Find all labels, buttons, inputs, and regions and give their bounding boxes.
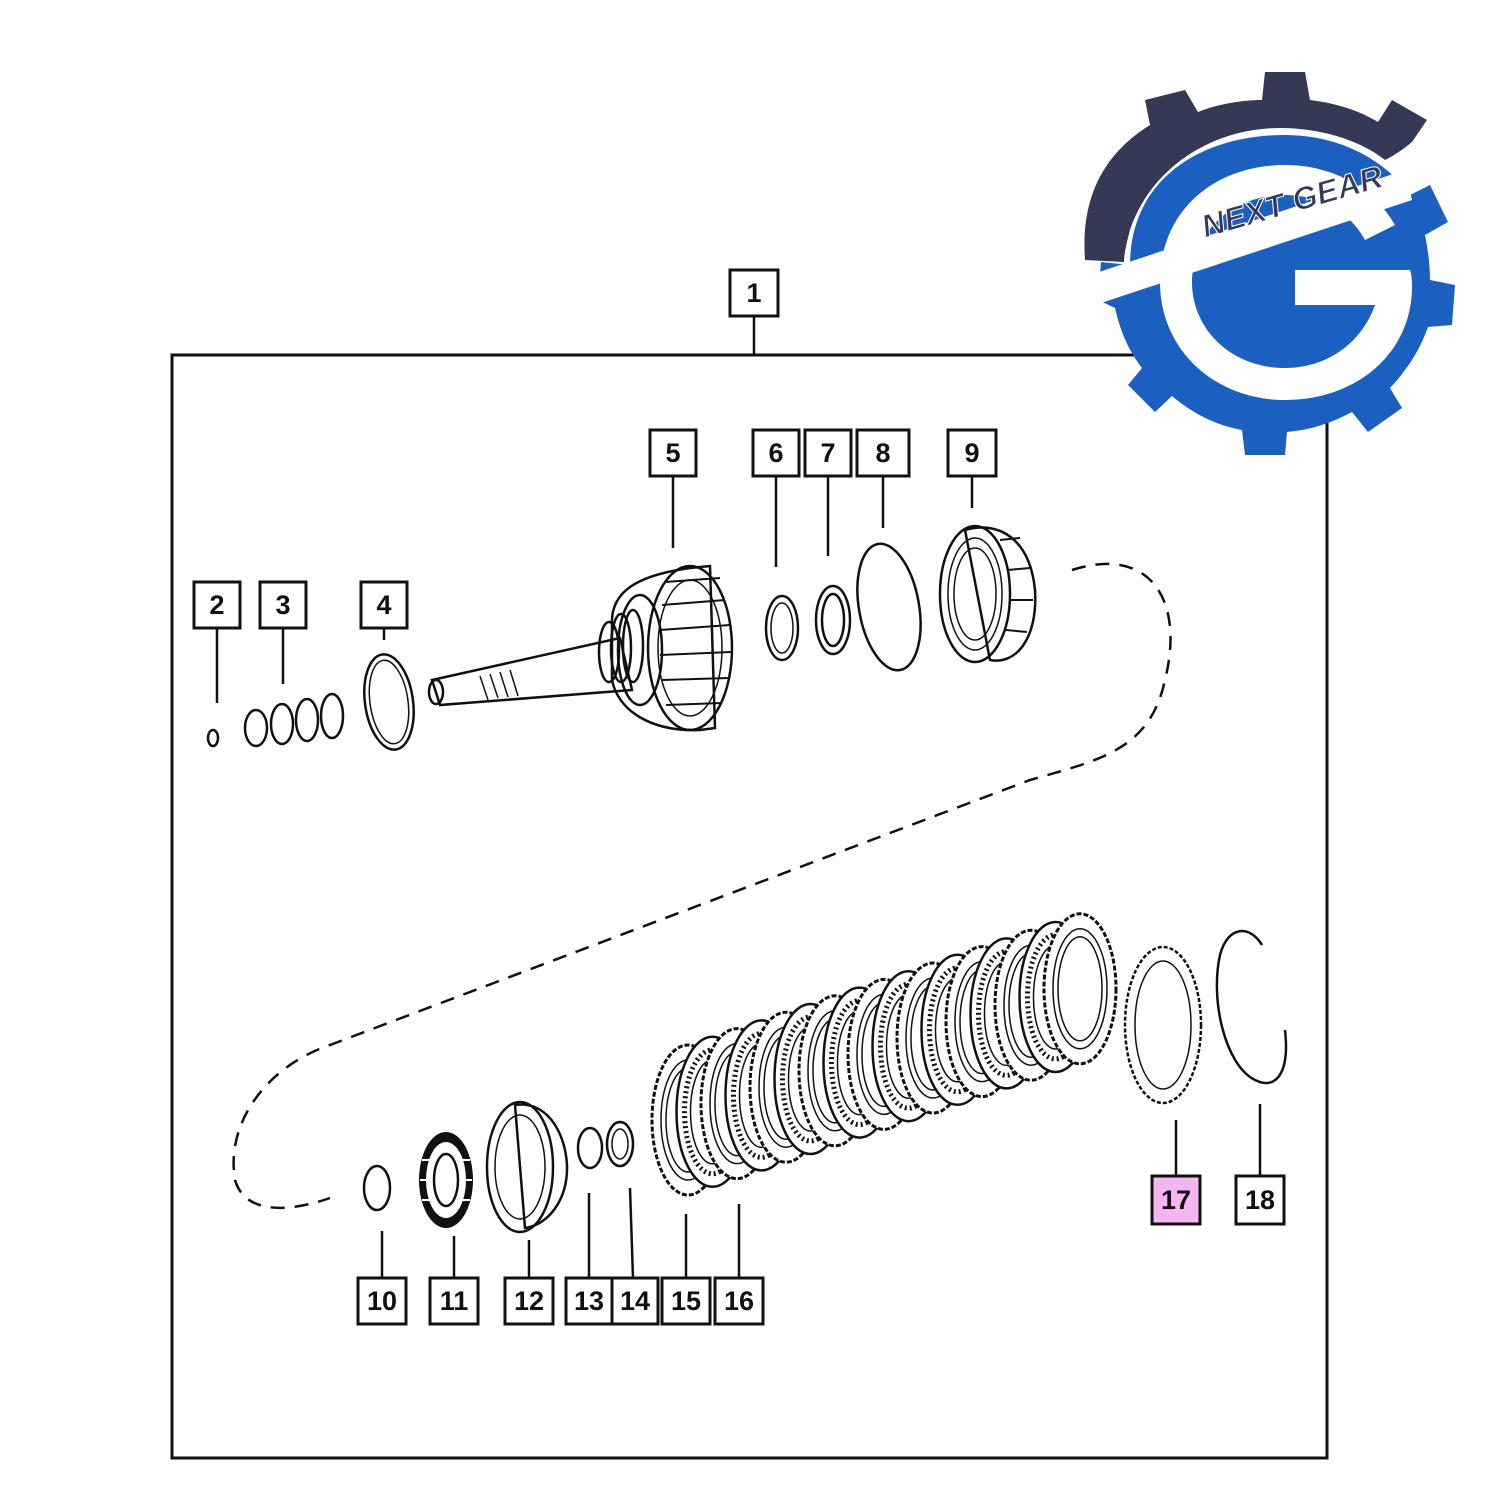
assembly-frame [170,353,1329,1460]
next-gear-logo: NEXT GEAR [1084,72,1455,455]
part-4-snap-ring [363,653,415,751]
part-3-seal-rings [243,692,345,748]
callout-label-18: 18 [1245,1185,1275,1215]
callout-8[interactable]: 8 [855,428,911,478]
callout-label-10: 10 [367,1286,397,1316]
callout-2[interactable]: 2 [192,580,242,630]
callout-label-5: 5 [665,438,680,468]
callout-1[interactable]: 1 [728,268,780,318]
callout-label-11: 11 [440,1286,469,1316]
part-7-bearing [814,584,852,656]
part-12-retainer [485,1100,569,1234]
part-11-gear-hub [419,1132,473,1228]
callout-3[interactable]: 3 [258,580,308,630]
callout-label-3: 3 [275,590,290,620]
callout-label-6: 6 [768,438,783,468]
callout-7[interactable]: 7 [803,428,853,478]
callout-18[interactable]: 18 [1234,1174,1286,1226]
callout-label-15: 15 [671,1286,701,1316]
callout-16[interactable]: 16 [713,1276,765,1326]
callout-5[interactable]: 5 [648,428,698,478]
callout-6[interactable]: 6 [751,428,801,478]
callout-label-14: 14 [620,1286,650,1316]
callout-label-9: 9 [964,438,979,468]
callout-14[interactable]: 14 [610,1276,660,1326]
callout-label-1: 1 [746,278,761,308]
callout-13[interactable]: 13 [564,1276,614,1326]
callout-label-13: 13 [574,1286,604,1316]
part-9-piston [938,524,1037,664]
callout-label-7: 7 [820,438,835,468]
callout-label-4: 4 [376,590,391,620]
leader-line-14 [628,1187,635,1279]
part-18-snap-ring [1215,929,1288,1085]
part-6-thrust-washer [764,594,800,662]
part-14-washer [605,1120,635,1168]
steel-plate [1042,912,1118,1066]
part-13-snap-ring [576,1126,604,1170]
part-8-snap-ring [856,542,922,672]
part-5-input-shaft-drum [427,564,734,732]
part-15-16-clutch-pack [650,912,1118,1197]
callout-label-8: 8 [875,438,890,468]
part-2-o-ring [206,728,220,748]
callout-label-16: 16 [724,1286,754,1316]
callout-label-17: 17 [1161,1185,1191,1215]
callout-11[interactable]: 11 [428,1276,480,1326]
part-10-snap-ring [362,1164,392,1212]
callout-10[interactable]: 10 [356,1276,408,1326]
assembly-flow-path [232,562,1172,1210]
callout-9[interactable]: 9 [946,428,998,478]
callout-15[interactable]: 15 [660,1276,712,1326]
callout-4[interactable]: 4 [359,580,409,630]
callout-17[interactable]: 17 [1150,1174,1202,1226]
callout-label-12: 12 [514,1286,544,1316]
callout-12[interactable]: 12 [503,1276,555,1326]
part-17-pressure-plate [1123,945,1203,1105]
callout-label-2: 2 [209,590,224,620]
